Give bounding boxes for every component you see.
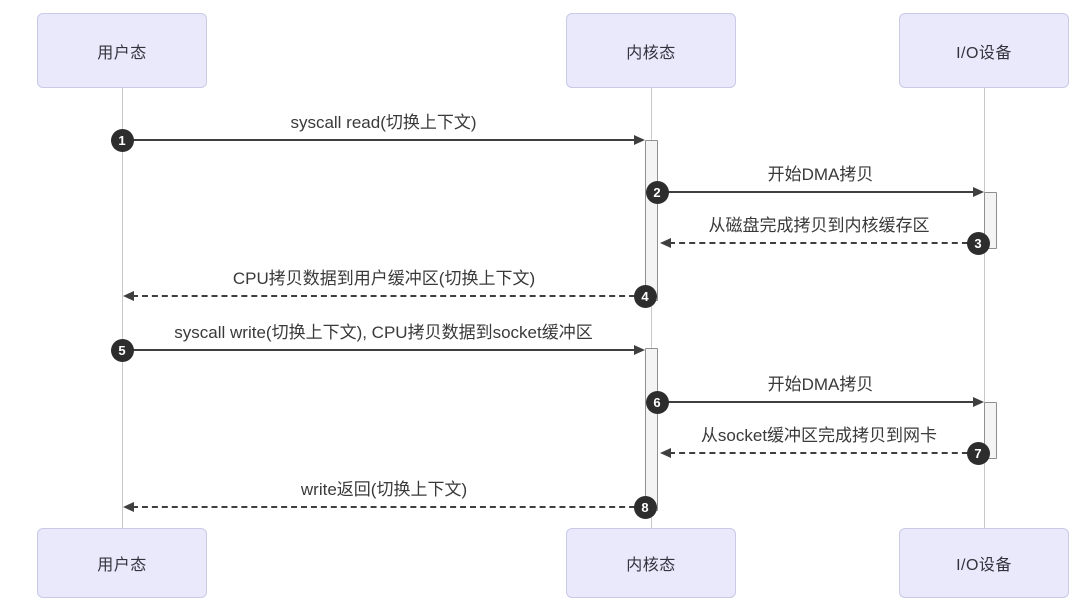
message-label-8: write返回(切换上下文) bbox=[300, 480, 468, 499]
step-badge-4: 4 bbox=[633, 284, 657, 308]
message-line-8 bbox=[132, 506, 645, 508]
message-line-2 bbox=[657, 191, 975, 193]
actor-box-top-io: I/O设备 bbox=[899, 13, 1069, 88]
actor-label: 内核态 bbox=[626, 44, 676, 62]
message-label-4: CPU拷贝数据到用户缓冲区(切换上下文) bbox=[232, 269, 536, 288]
actor-label: I/O设备 bbox=[956, 44, 1012, 62]
step-badge-6: 6 bbox=[645, 390, 669, 414]
step-badge-3: 3 bbox=[966, 231, 990, 255]
actor-box-top-user: 用户态 bbox=[37, 13, 207, 88]
message-label-6: 开始DMA拷贝 bbox=[767, 375, 874, 394]
message-label-1: syscall read(切换上下文) bbox=[290, 113, 477, 132]
activation-bar-kernel-0 bbox=[645, 140, 658, 301]
step-badge-5: 5 bbox=[110, 338, 134, 362]
actor-label: 内核态 bbox=[626, 557, 676, 574]
actor-label: 用户态 bbox=[97, 44, 147, 62]
step-badge-1: 1 bbox=[110, 128, 134, 152]
arrowhead-left-icon bbox=[660, 448, 671, 458]
actor-box-top-kernel: 内核态 bbox=[566, 13, 736, 88]
message-line-3 bbox=[669, 242, 978, 244]
step-badge-7: 7 bbox=[966, 441, 990, 465]
message-line-7 bbox=[669, 452, 978, 454]
actor-box-bottom-io: I/O设备 bbox=[899, 528, 1069, 598]
activation-bar-io-3 bbox=[984, 402, 997, 459]
arrowhead-left-icon bbox=[660, 238, 671, 248]
message-label-3: 从磁盘完成拷贝到内核缓存区 bbox=[708, 216, 930, 235]
actor-box-bottom-kernel: 内核态 bbox=[566, 528, 736, 598]
message-label-7: 从socket缓冲区完成拷贝到网卡 bbox=[700, 426, 938, 445]
actor-label: 用户态 bbox=[97, 557, 147, 574]
message-line-6 bbox=[657, 401, 975, 403]
message-label-2: 开始DMA拷贝 bbox=[767, 165, 874, 184]
message-line-1 bbox=[122, 139, 636, 141]
actor-label: I/O设备 bbox=[956, 557, 1012, 574]
step-badge-8: 8 bbox=[633, 495, 657, 519]
arrowhead-left-icon bbox=[123, 291, 134, 301]
message-label-5: syscall write(切换上下文), CPU拷贝数据到socket缓冲区 bbox=[174, 323, 593, 342]
activation-bar-kernel-1 bbox=[645, 348, 658, 511]
lifeline-kernel bbox=[651, 88, 652, 528]
arrowhead-right-icon bbox=[634, 345, 645, 355]
arrowhead-right-icon bbox=[973, 397, 984, 407]
arrowhead-left-icon bbox=[123, 502, 134, 512]
message-line-4 bbox=[132, 295, 645, 297]
activation-bar-io-2 bbox=[984, 192, 997, 249]
step-badge-2: 2 bbox=[645, 180, 669, 204]
actor-box-bottom-user: 用户态 bbox=[37, 528, 207, 598]
arrowhead-right-icon bbox=[973, 187, 984, 197]
message-line-5 bbox=[122, 349, 636, 351]
lifeline-user bbox=[122, 88, 123, 528]
lifeline-io bbox=[984, 88, 985, 528]
arrowhead-right-icon bbox=[634, 135, 645, 145]
